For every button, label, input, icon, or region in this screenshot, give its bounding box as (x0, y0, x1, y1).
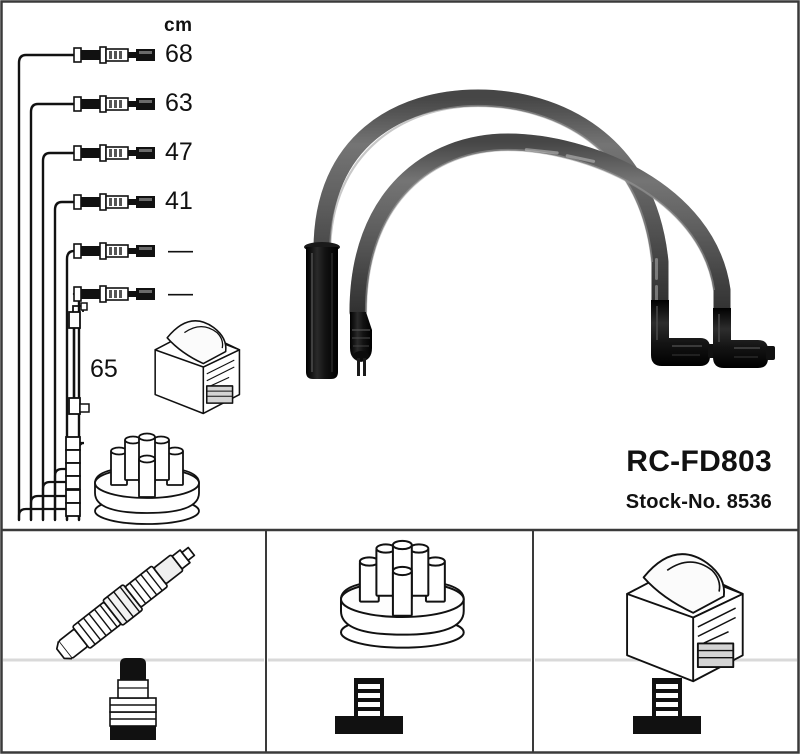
distributor-cap-legend-icon (339, 539, 465, 649)
coil-terminal-icon (633, 678, 701, 734)
cable-length-label-1: 68 (165, 40, 193, 68)
cable-printing (524, 148, 596, 163)
coil-lead-length-label: 65 (90, 355, 118, 383)
cable-connector-row-4 (73, 193, 155, 211)
cable-length-chart (17, 46, 241, 525)
legend-spark-plug-panel (55, 546, 196, 740)
cable-connector-row-6 (73, 285, 155, 303)
cable-length-label-3: 47 (165, 138, 193, 166)
cable-length-label-2: 63 (165, 89, 193, 117)
distributor-terminal-icon (335, 678, 403, 734)
right-angle-boot-2 (713, 308, 775, 368)
spark-plug-boot-terminal-icon (109, 658, 157, 740)
cable-length-label-6: — (168, 279, 193, 307)
cable-connector-row-5 (73, 242, 155, 260)
cable-connector-row-2 (73, 95, 155, 113)
bundle-terminal-stubs (65, 436, 81, 517)
product-stock-number: Stock-No. 8536 (625, 491, 772, 513)
assembled-cable-set (304, 89, 775, 379)
cable-connector-row-1 (73, 46, 155, 64)
cable-connector-row-3 (73, 144, 155, 162)
ignition-coil-legend-icon (626, 553, 744, 683)
straight-boot-left (304, 242, 340, 379)
spark-plug-icon (55, 546, 196, 660)
cable-length-label-4: 41 (165, 187, 193, 215)
cable-inner (349, 133, 731, 327)
right-angle-boot-1 (651, 300, 717, 366)
cable-length-label-5: — (168, 236, 193, 264)
ignition-coil-icon (154, 320, 241, 415)
legend-distributor-cap-panel (335, 539, 465, 734)
product-part-number: RC-FD803 (626, 445, 772, 478)
distributor-cap-icon (94, 432, 200, 525)
legend-ignition-coil-panel (626, 553, 744, 734)
plug-terminal-left (350, 312, 372, 376)
cable-printing-vertical (655, 258, 658, 303)
coil-lead-wire (68, 302, 90, 415)
unit-header-cm: cm (164, 15, 193, 36)
